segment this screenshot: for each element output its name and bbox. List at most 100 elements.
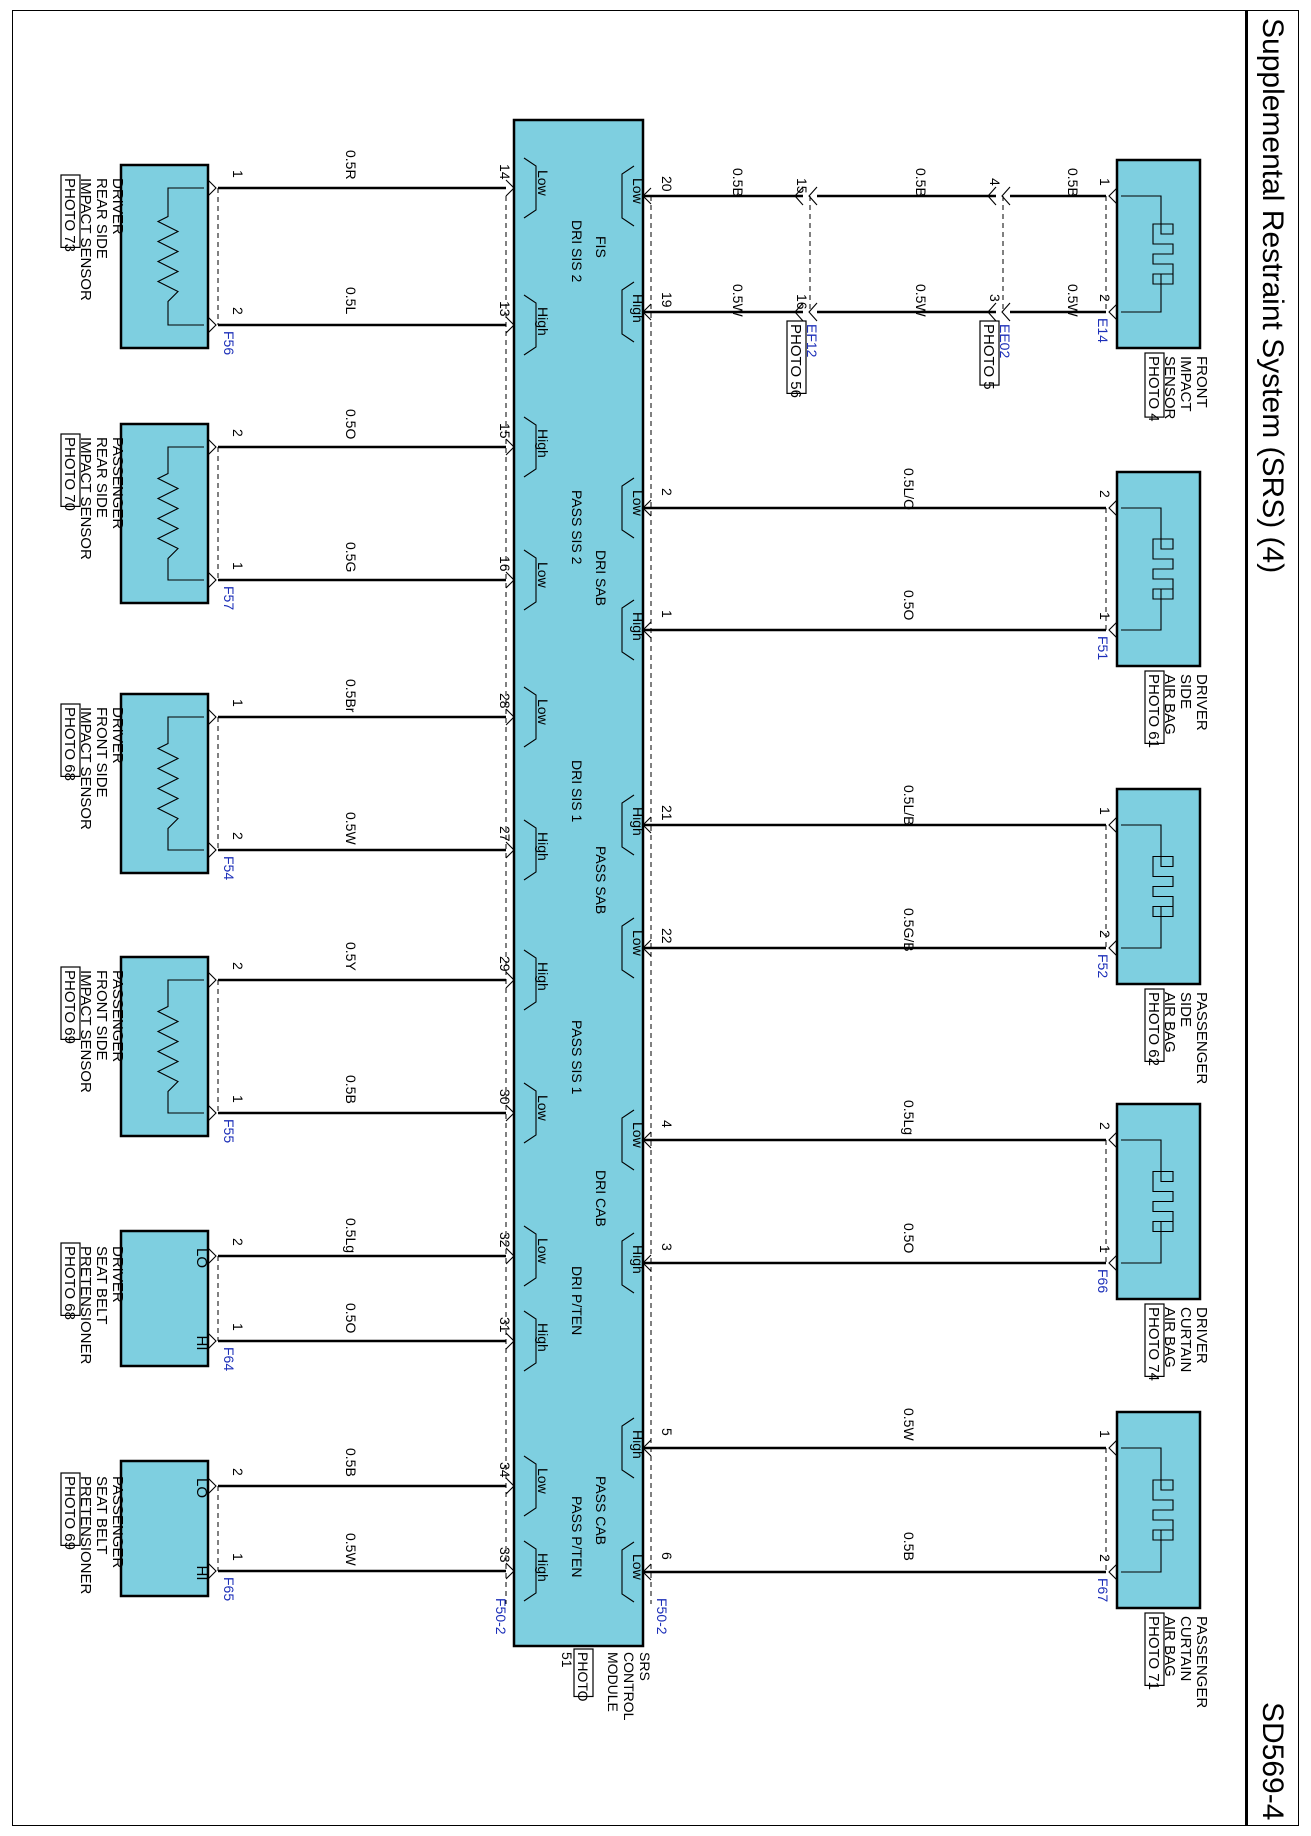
top-device-name: SIDE	[1177, 992, 1194, 1027]
device-pin-number: 1	[230, 170, 246, 178]
device-pin-arrow	[207, 316, 217, 334]
module-pin-bracket	[621, 477, 635, 539]
bottom-device-connector: F64	[221, 1347, 237, 1371]
top-device-name: AIR BAG	[1161, 1307, 1178, 1368]
module-pin-bracket	[523, 686, 537, 748]
bottom-device-name: REAR SIDE	[93, 178, 110, 259]
bottom-device-photo-group: PHOTO 69	[60, 966, 81, 1044]
module-pin-arrow	[642, 816, 652, 834]
top-device-photo-group: PHOTO 62	[1144, 988, 1165, 1066]
top-device-name: CURTAIN	[1177, 1616, 1194, 1681]
module-pin-arrow	[505, 841, 515, 859]
top-device-photo-group: PHOTO 4	[1144, 352, 1165, 422]
module-section-dri-p-ten: DRI P/TEN	[569, 1266, 585, 1335]
module-pin-role: Low	[535, 699, 551, 726]
device-pin-arrow	[1108, 816, 1118, 834]
ef12-pin-number: 16	[794, 294, 810, 310]
module-pin-bracket	[523, 294, 537, 356]
ef12-pin-socket	[808, 302, 818, 322]
module-pin-arrow	[642, 1563, 652, 1581]
module-pin-role: High	[630, 1245, 646, 1274]
device-pin-number: 2	[1097, 1554, 1113, 1562]
bottom-device-photo-group: PHOTO 68	[60, 703, 81, 781]
device-pin-number: 2	[1097, 930, 1113, 938]
device-pin-number: 2	[230, 832, 246, 840]
bottom-device-connector: F54	[221, 856, 237, 880]
module-pin-number: 3	[659, 1243, 675, 1251]
device-pin-arrow	[1108, 303, 1118, 321]
wire-color-label: 0.5B	[730, 168, 746, 197]
device-pin-arrow	[207, 841, 217, 859]
device-pin-arrow	[1108, 499, 1118, 517]
top-device-name: AIR BAG	[1161, 674, 1178, 735]
bottom-device-body	[119, 422, 210, 605]
bottom-device-body	[119, 692, 210, 875]
top-device-photo: PHOTO 62	[1145, 992, 1162, 1066]
bottom-device-name: SEAT BELT	[93, 1476, 110, 1554]
bottom-device-connector: F65	[221, 1577, 237, 1601]
bottom-device-photo-frame	[60, 966, 81, 1041]
wire-color-label: 0.5W	[730, 284, 746, 317]
diagram-frame	[12, 10, 1299, 1826]
top-device-name: PASSENGER	[1193, 1616, 1210, 1708]
bottom-device-photo: PHOTO 69	[61, 970, 78, 1044]
device-pin-number: 2	[230, 1468, 246, 1476]
module-pin-bracket	[523, 1082, 537, 1144]
bottom-device-name: SEAT BELT	[93, 1246, 110, 1324]
module-pin-number: 29	[497, 956, 513, 972]
module-pin-number: 15	[497, 423, 513, 439]
module-pin-number: 33	[497, 1547, 513, 1563]
device-pin-number: 2	[230, 962, 246, 970]
wire-color-label: 0.5B	[901, 1532, 917, 1561]
bottom-device-body	[119, 1459, 210, 1598]
module-pin-bracket	[621, 1109, 635, 1171]
wire-color-label: 0.5Lg	[901, 1100, 917, 1135]
module-pin-arrow	[505, 1562, 515, 1580]
module-pin-role: Low	[630, 930, 646, 957]
module-pin-arrow	[642, 939, 652, 957]
wire-color-label: 0.5W	[343, 812, 359, 845]
module-pin-role: Low	[535, 170, 551, 197]
ef12-label: EF12	[804, 324, 820, 358]
device-pin-number: 1	[1097, 1430, 1113, 1438]
device-pin-number: 1	[230, 1095, 246, 1103]
device-pin-arrow	[1108, 1563, 1118, 1581]
module-pin-role: Low	[535, 1238, 551, 1265]
device-pin-number: 1	[230, 562, 246, 570]
resistor-symbol	[156, 716, 204, 851]
top-device-connector: F66	[1095, 1269, 1111, 1293]
device-pin-arrow	[207, 1247, 217, 1265]
device-pin-number: 1	[1097, 807, 1113, 815]
top-device-name: AIR BAG	[1161, 992, 1178, 1053]
module-connector-bottom: F50-2	[493, 1598, 509, 1635]
device-pin-arrow	[207, 1104, 217, 1122]
wire-color-label: 0.5W	[1065, 284, 1081, 317]
bottom-device-connector: F56	[221, 331, 237, 355]
module-pin-number: 21	[659, 805, 675, 821]
device-pin-arrow	[207, 1477, 217, 1495]
module-pin-number: 6	[659, 1552, 675, 1560]
bottom-device-photo: PHOTO 68	[61, 707, 78, 781]
module-pin-number: 34	[497, 1462, 513, 1478]
module-section-pass-sis-2: PASS SIS 2	[569, 490, 585, 565]
module-pin-role: High	[535, 832, 551, 861]
device-pin-arrow	[1108, 187, 1118, 205]
device-pin-arrow	[207, 971, 217, 989]
module-section-pass-sab: PASS SAB	[593, 846, 609, 914]
bottom-device-photo-frame	[60, 174, 81, 249]
bottom-device-name: PRETENSIONER	[77, 1476, 94, 1595]
top-device-photo-group: PHOTO 71	[1144, 1612, 1165, 1690]
device-pin-number: 1	[1097, 1245, 1113, 1253]
module-pin-role: High	[630, 612, 646, 641]
module-pin-arrow	[505, 1332, 515, 1350]
module-pin-bracket	[523, 1225, 537, 1287]
module-pin-number: 14	[497, 164, 513, 180]
bottom-device-name: FRONT SIDE	[93, 970, 110, 1061]
module-pin-role: High	[630, 807, 646, 836]
device-pin-arrow	[1108, 1439, 1118, 1457]
device-pin-number: 1	[230, 1553, 246, 1561]
module-pin-arrow	[505, 1247, 515, 1265]
module-pin-number: 31	[497, 1317, 513, 1333]
bottom-device-name: DRIVER	[109, 178, 126, 235]
wire-color-label: 0.5B	[343, 1075, 359, 1104]
